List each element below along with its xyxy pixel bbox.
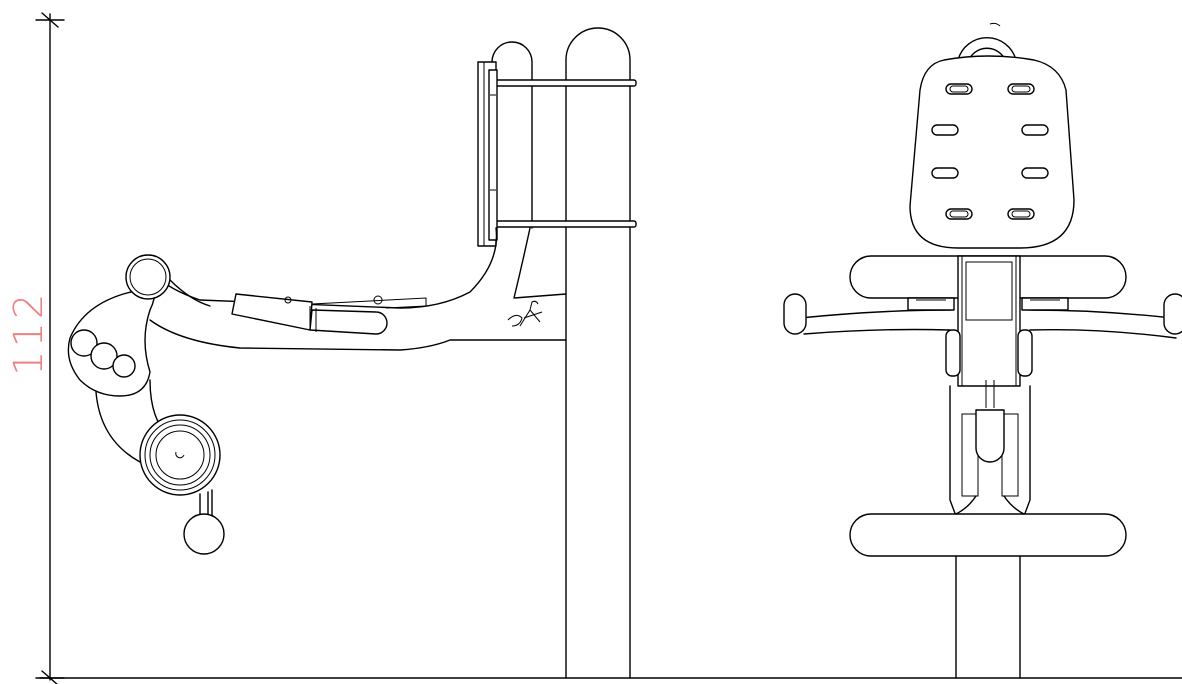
backrest-front bbox=[909, 55, 1075, 249]
front-post bbox=[955, 555, 1021, 679]
top-pivot bbox=[125, 254, 171, 300]
right-grip bbox=[1163, 293, 1182, 335]
seat-brackets bbox=[907, 297, 1069, 311]
backrest-side bbox=[477, 61, 498, 247]
side-pad-right bbox=[1017, 329, 1033, 377]
height-dimension: 112 bbox=[6, 12, 65, 684]
seat-frame-tube bbox=[154, 227, 498, 309]
main-post bbox=[565, 27, 631, 679]
seat-back-clamp-bottom bbox=[485, 220, 637, 228]
rear-post bbox=[491, 41, 533, 229]
footrest-pad bbox=[849, 513, 1127, 557]
roller-1 bbox=[70, 329, 98, 357]
backrest-slots bbox=[931, 83, 1049, 220]
left-grip bbox=[783, 293, 807, 335]
height-dimension-label: 112 bbox=[6, 291, 52, 376]
side-view bbox=[67, 27, 637, 679]
seat-back-clamp-top bbox=[485, 79, 637, 87]
lever-arm bbox=[67, 267, 156, 397]
roller-3 bbox=[112, 354, 136, 378]
lower-column bbox=[949, 385, 1031, 517]
roller-2 bbox=[90, 342, 118, 370]
maker-logo bbox=[507, 300, 543, 327]
top-ring bbox=[957, 36, 1017, 61]
frame-arm bbox=[513, 227, 567, 299]
central-column bbox=[957, 255, 1021, 387]
seat-cushion-side bbox=[231, 293, 427, 335]
foot-handle bbox=[183, 489, 225, 555]
side-pad-left bbox=[945, 329, 961, 377]
front-view bbox=[783, 22, 1182, 679]
weight-disc bbox=[139, 414, 221, 496]
